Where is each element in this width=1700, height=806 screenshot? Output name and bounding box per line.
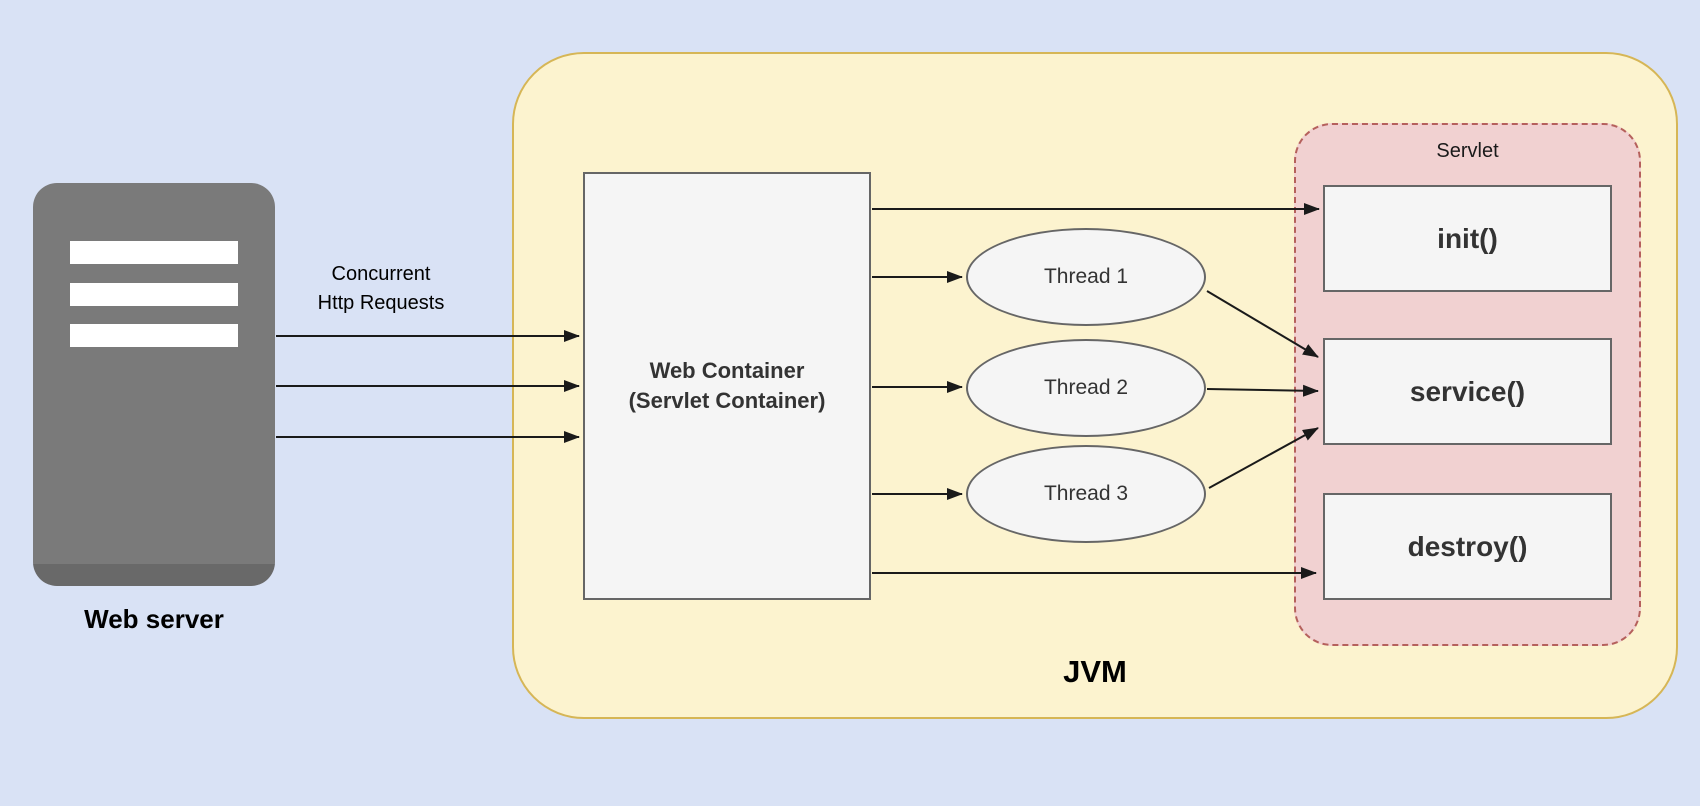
init-method-label: init() <box>1437 222 1498 254</box>
init-method-node: init() <box>1323 185 1612 292</box>
server-slot-bar <box>70 241 238 264</box>
web-server-label: Web server <box>84 604 224 634</box>
web-container-title: Web Container (Servlet Container) <box>629 356 826 416</box>
server-slot-bar <box>70 283 238 306</box>
thread-2-node: Thread 2 <box>966 339 1206 437</box>
concurrent-requests-line2: Http Requests <box>317 292 445 314</box>
concurrent-requests-label: Concurrent Http Requests <box>270 260 492 318</box>
web-container-title-line2: (Servlet Container) <box>628 388 826 413</box>
web-container-node: Web Container (Servlet Container) <box>583 172 871 600</box>
service-method-node: service() <box>1323 338 1612 445</box>
jvm-label: JVM <box>1063 654 1127 689</box>
thread-3-label: Thread 3 <box>1043 482 1129 505</box>
thread-2-label: Thread 2 <box>1043 376 1129 399</box>
web-container-title-line1: Web Container <box>649 358 805 383</box>
thread-1-label: Thread 1 <box>1043 265 1129 288</box>
servlet-label: Servlet <box>1436 140 1499 162</box>
thread-3-node: Thread 3 <box>966 445 1206 543</box>
destroy-method-label: destroy() <box>1407 530 1528 562</box>
concurrent-requests-line1: Concurrent <box>331 263 431 285</box>
web-server-icon <box>33 183 275 586</box>
thread-1-node: Thread 1 <box>966 228 1206 326</box>
destroy-method-node: destroy() <box>1323 493 1612 600</box>
server-slot-bar <box>70 324 238 347</box>
service-method-label: service() <box>1409 375 1526 407</box>
